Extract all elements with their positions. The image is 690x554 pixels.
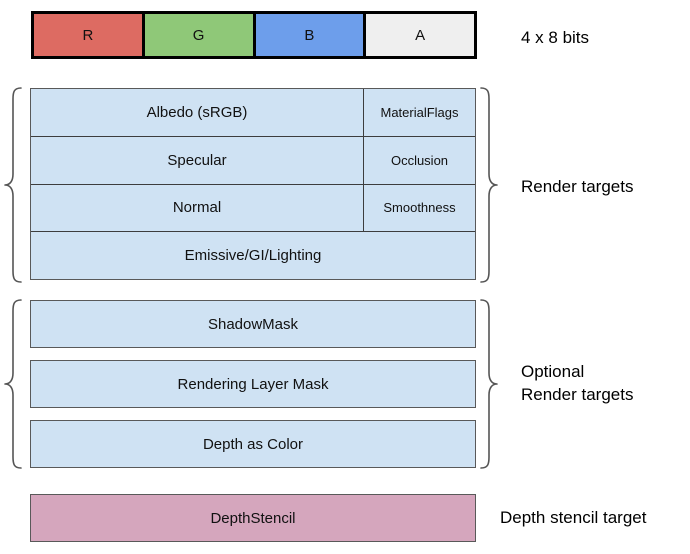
render-targets-right-brace [480, 87, 498, 283]
channel-label-b: B [304, 26, 315, 44]
render-targets-label: Render targets [521, 177, 634, 196]
rgba-channel-strip: R G B A [31, 11, 477, 59]
depth-stencil-target-label: Depth stencil target [500, 508, 647, 527]
optional-targets-left-brace [4, 299, 22, 469]
channel-cell-g: G [144, 14, 256, 56]
render-target-row-specular: Specular Occlusion [31, 136, 475, 185]
channel-cell-b: B [255, 14, 367, 56]
render-target-row-emissive: Emissive/GI/Lighting [31, 232, 475, 279]
depth-stencil-box: DepthStencil [30, 494, 476, 542]
optional-targets-right-brace [480, 299, 498, 469]
channel-cell-r: R [34, 14, 145, 56]
render-target-alpha-occlusion: Occlusion [390, 152, 449, 168]
optional-target-label-rendering-layer-mask: Rendering Layer Mask [177, 375, 329, 393]
render-target-main-albedo: Albedo (sRGB) [31, 89, 364, 136]
render-targets-left-brace [4, 87, 22, 283]
channel-label-r: R [82, 26, 94, 44]
optional-target-label-shadowmask: ShadowMask [207, 315, 299, 333]
optional-target-rendering-layer-mask: Rendering Layer Mask [30, 360, 476, 408]
render-target-row-normal: Normal Smoothness [31, 184, 475, 233]
render-target-main-emissive: Emissive/GI/Lighting [184, 247, 322, 265]
optional-target-label-depth-as-color: Depth as Color [202, 435, 304, 453]
depth-stencil-label: DepthStencil [210, 509, 296, 527]
bit-depth-label: 4 x 8 bits [521, 28, 590, 47]
channel-cell-a: A [366, 14, 474, 56]
render-target-main-specular: Specular [31, 136, 364, 184]
channel-label-g: G [192, 26, 205, 44]
channel-label-a: A [415, 26, 426, 44]
optional-target-shadowmask: ShadowMask [30, 300, 476, 348]
render-target-row-albedo: Albedo (sRGB) MaterialFlags [31, 89, 475, 137]
render-target-main-normal: Normal [31, 184, 364, 232]
optional-render-targets-label: Optional Render targets [521, 362, 634, 404]
render-target-alpha-smoothness: Smoothness [383, 200, 456, 216]
render-targets-table: Albedo (sRGB) MaterialFlags Specular Occ… [30, 88, 476, 280]
optional-target-depth-as-color: Depth as Color [30, 420, 476, 468]
render-target-alpha-materialflags: MaterialFlags [380, 104, 459, 120]
